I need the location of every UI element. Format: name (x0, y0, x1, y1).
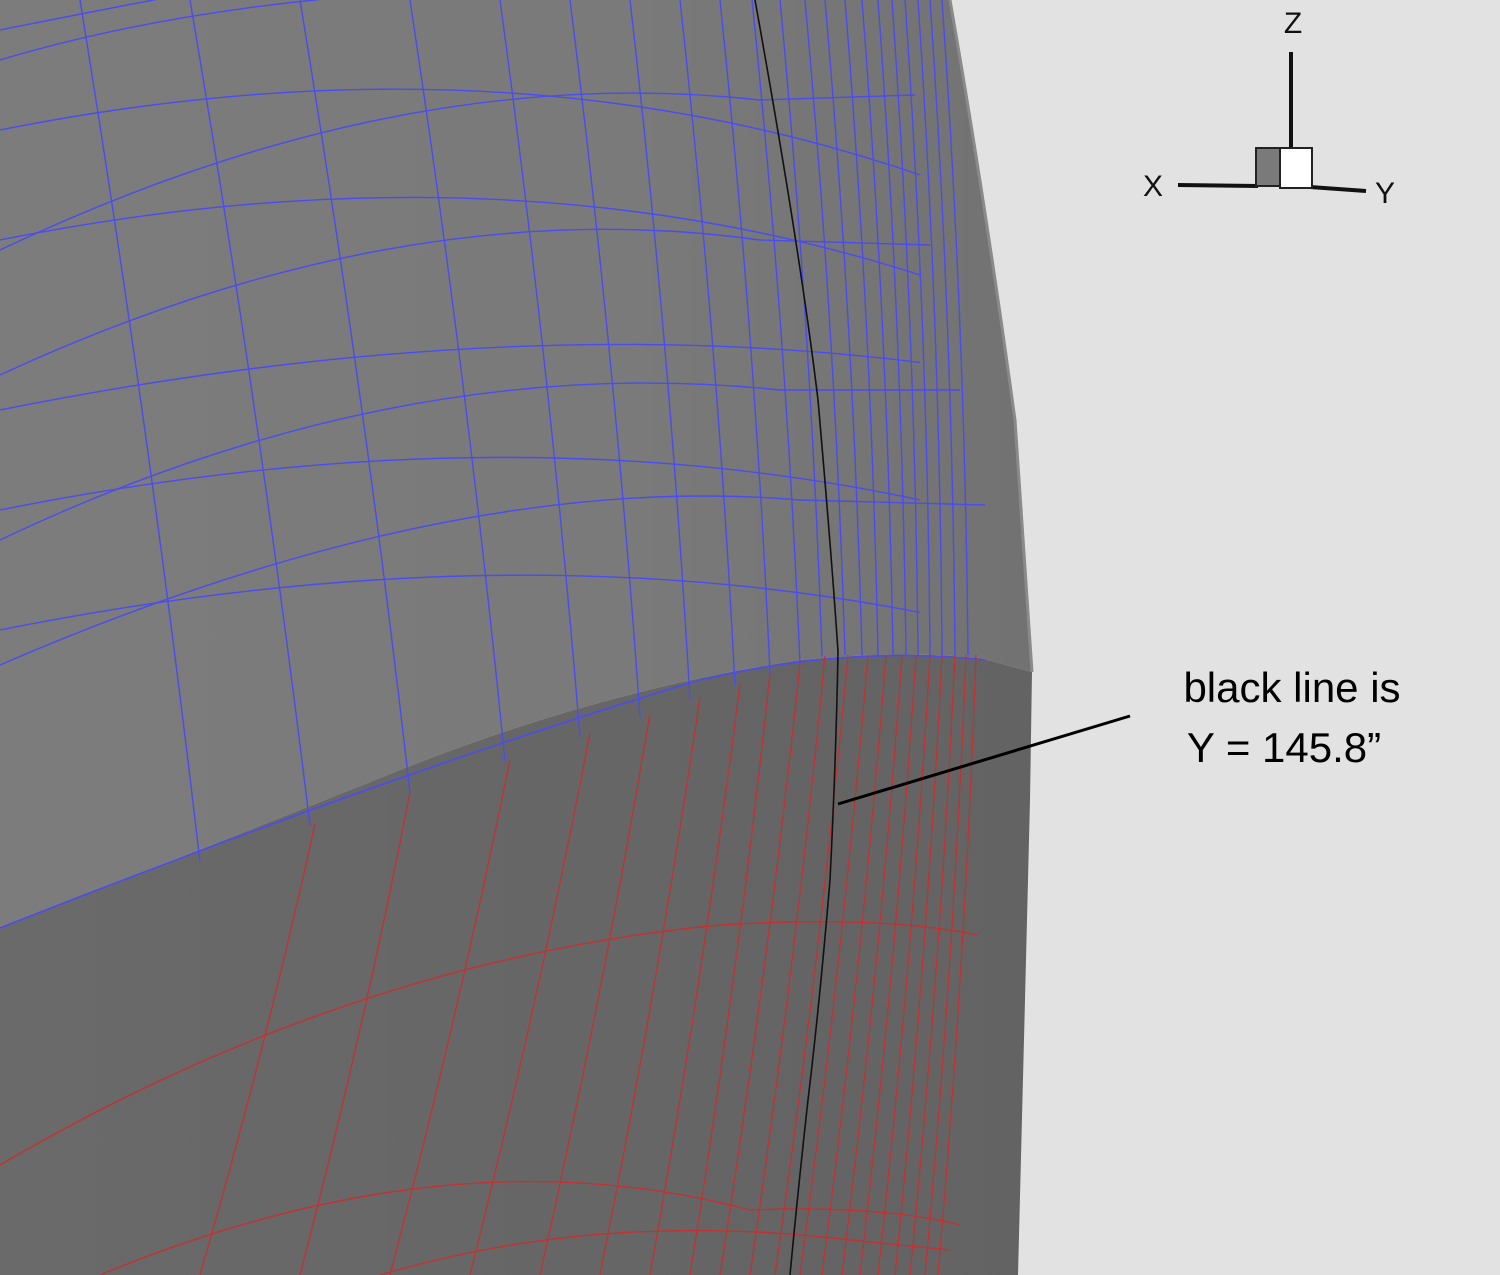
upper-grid-row (0, 228, 931, 376)
lower-grid-row (99, 1180, 961, 1275)
upper-grid-column (929, 0, 956, 656)
lower-grid-column (894, 654, 943, 1275)
upper-grid-row (0, 88, 921, 176)
upper-grid-row (0, 0, 322, 61)
upper-grid-row (0, 574, 921, 631)
triad-cube-light-face (1279, 147, 1313, 189)
y-axis-label: Y (1375, 177, 1395, 210)
upper-grid-column (79, 0, 201, 863)
upper-grid-column (299, 0, 411, 793)
upper-grid-column (861, 0, 894, 656)
lower-grid-row (0, 920, 979, 1166)
lower-grid-column (909, 654, 956, 1275)
upper-grid-row (0, 495, 986, 666)
lower-surface-patch (0, 654, 1032, 1275)
lower-grid-column (924, 654, 967, 1275)
upper-grid-column (904, 0, 931, 656)
upper-grid-column (891, 0, 919, 656)
upper-grid-column (751, 0, 801, 665)
lower-grid-row (379, 1229, 951, 1275)
upper-grid-blue (0, 0, 986, 929)
z-axis-label: Z (1284, 7, 1302, 40)
lower-grid-column (389, 759, 511, 1275)
lower-grid-column (821, 654, 887, 1275)
lower-grid-column (469, 733, 591, 1275)
upper-grid-column (804, 0, 846, 656)
x-axis-line (1177, 183, 1259, 188)
upper-grid-column (629, 0, 691, 701)
upper-grid-column (719, 0, 771, 674)
lower-grid-column (799, 654, 869, 1275)
axis-triad: Z X Y (1143, 7, 1395, 210)
upper-grid-column (779, 0, 823, 657)
upper-grid-column (189, 0, 311, 826)
reference-line (754, 0, 839, 1275)
lower-grid-column (599, 696, 701, 1275)
lower-grid-column (299, 792, 411, 1275)
lower-grid-column (841, 654, 903, 1275)
lower-grid-column (689, 673, 771, 1275)
upper-grid-column (941, 0, 969, 656)
lower-grid-column (859, 654, 917, 1275)
annotation-leader (837, 714, 1131, 806)
lower-grid-column (719, 663, 801, 1275)
annotation-line-1: black line is (1183, 664, 1400, 711)
upper-grid-row (0, 343, 921, 411)
surface-rim (948, 0, 1034, 673)
lower-grid-column (774, 654, 849, 1275)
upper-grid-row (0, 92, 916, 251)
triad-cube-dark-face (1255, 147, 1281, 187)
upper-grid-column (409, 0, 506, 762)
upper-grid-column (824, 0, 863, 656)
lower-grid-column (937, 654, 977, 1275)
upper-grid-row (0, 456, 921, 511)
upper-grid-column (844, 0, 879, 656)
lower-grid-column (199, 823, 316, 1275)
upper-grid-column (499, 0, 581, 737)
upper-grid-column (569, 0, 641, 717)
annotation-line-2: Y = 145.8” (1187, 724, 1381, 771)
upper-grid-column (679, 0, 736, 686)
lower-grid-column (749, 655, 826, 1275)
upper-grid-column (917, 0, 943, 656)
upper-grid-column (877, 0, 907, 656)
x-axis-label: X (1143, 170, 1163, 203)
lower-grid-column (877, 654, 931, 1275)
y-axis-line (1309, 185, 1367, 193)
upper-grid-row (0, 0, 158, 31)
lower-grid-column (539, 713, 651, 1275)
upper-grid-row (0, 382, 960, 541)
lower-grid-red (0, 654, 979, 1275)
